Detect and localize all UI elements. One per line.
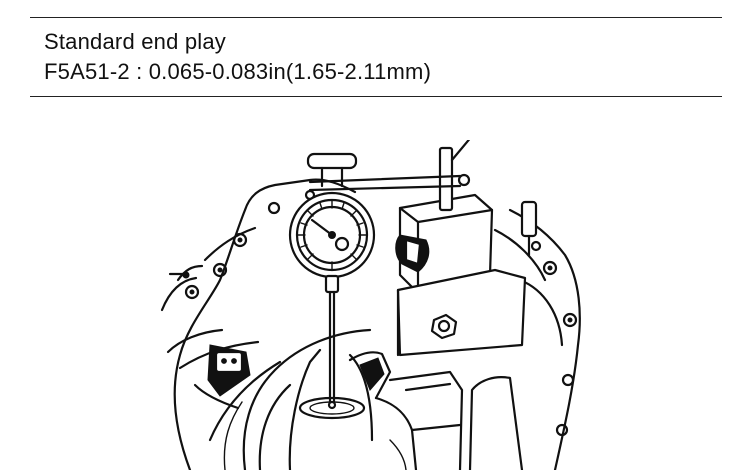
shaft-bearing — [288, 348, 524, 470]
indicator-rod — [308, 140, 471, 212]
spec-title: Standard end play — [44, 29, 226, 54]
magnetic-base — [395, 193, 527, 357]
spec-box: Standard end play F5A51-2 : 0.065-0.083i… — [30, 17, 722, 97]
dial-indicator-illustration — [150, 140, 590, 470]
dial-indicator — [288, 152, 376, 410]
transaxle-case — [160, 178, 372, 470]
spec-value: F5A51-2 : 0.065-0.083in(1.65-2.11mm) — [44, 59, 432, 84]
illustration-drawing — [160, 140, 581, 470]
case-right-side — [493, 200, 581, 470]
